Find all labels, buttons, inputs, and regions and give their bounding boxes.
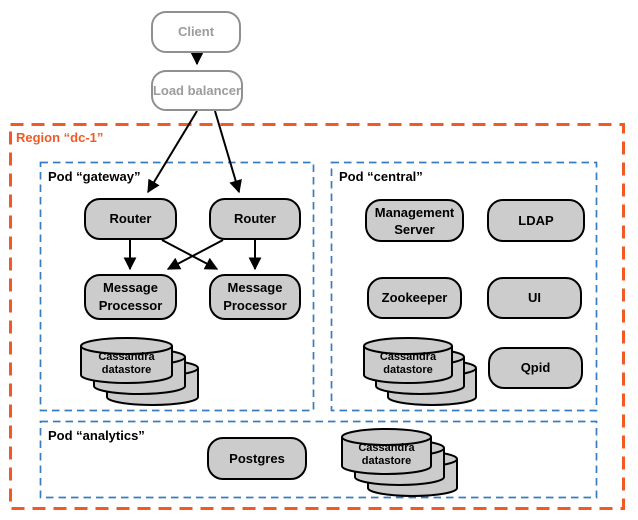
cassandra-cylinder-top [80, 337, 173, 355]
management-server-node: Management Server [365, 199, 464, 242]
pod-central-label: Pod “central” [339, 169, 423, 184]
qpid-node: Qpid [488, 347, 583, 389]
ldap-node: LDAP [487, 199, 585, 242]
router-right-node: Router [209, 198, 301, 240]
pod-analytics-label: Pod “analytics” [48, 428, 145, 443]
pod-central-border [330, 161, 598, 412]
message-processor-right-node: Message Processor [209, 274, 301, 320]
cassandra-datastore-analytics-label: Cassandra datastore [358, 442, 415, 467]
pod-analytics-border [39, 420, 598, 499]
arrow-router-left-to-mp-right [161, 239, 219, 270]
cassandra-cylinder [80, 346, 173, 384]
region-dc1-border [9, 123, 625, 510]
postgres-node: Postgres [207, 437, 307, 480]
message-processor-left-node: Message Processor [84, 274, 177, 320]
cassandra-cylinder [341, 437, 432, 475]
router-left-node: Router [84, 198, 177, 240]
zookeeper-node: Zookeeper [367, 277, 462, 319]
pod-gateway-border [39, 161, 315, 412]
cassandra-datastore-central-label: Cassandra datastore [379, 351, 437, 376]
client-node: Client [151, 11, 241, 53]
cassandra-cylinder-top [363, 337, 453, 355]
arrow-loadbalancer-to-router-left [147, 110, 198, 194]
cassandra-stack-central [363, 337, 477, 406]
load-balancer-node: Load balancer [151, 70, 243, 111]
cassandra-cylinder-top [341, 428, 432, 446]
region-dc1-label: Region “dc-1” [16, 130, 104, 145]
arrow-loadbalancer-to-router-right [214, 110, 242, 194]
cassandra-stack-analytics [341, 428, 458, 497]
cassandra-cylinder [363, 346, 453, 384]
cassandra-datastore-gateway-label: Cassandra datastore [98, 351, 155, 376]
ui-node: UI [487, 277, 582, 319]
pod-gateway-label: Pod “gateway” [48, 169, 141, 184]
cassandra-stack-gateway [80, 337, 199, 406]
arrow-router-right-to-mp-left [166, 239, 224, 270]
